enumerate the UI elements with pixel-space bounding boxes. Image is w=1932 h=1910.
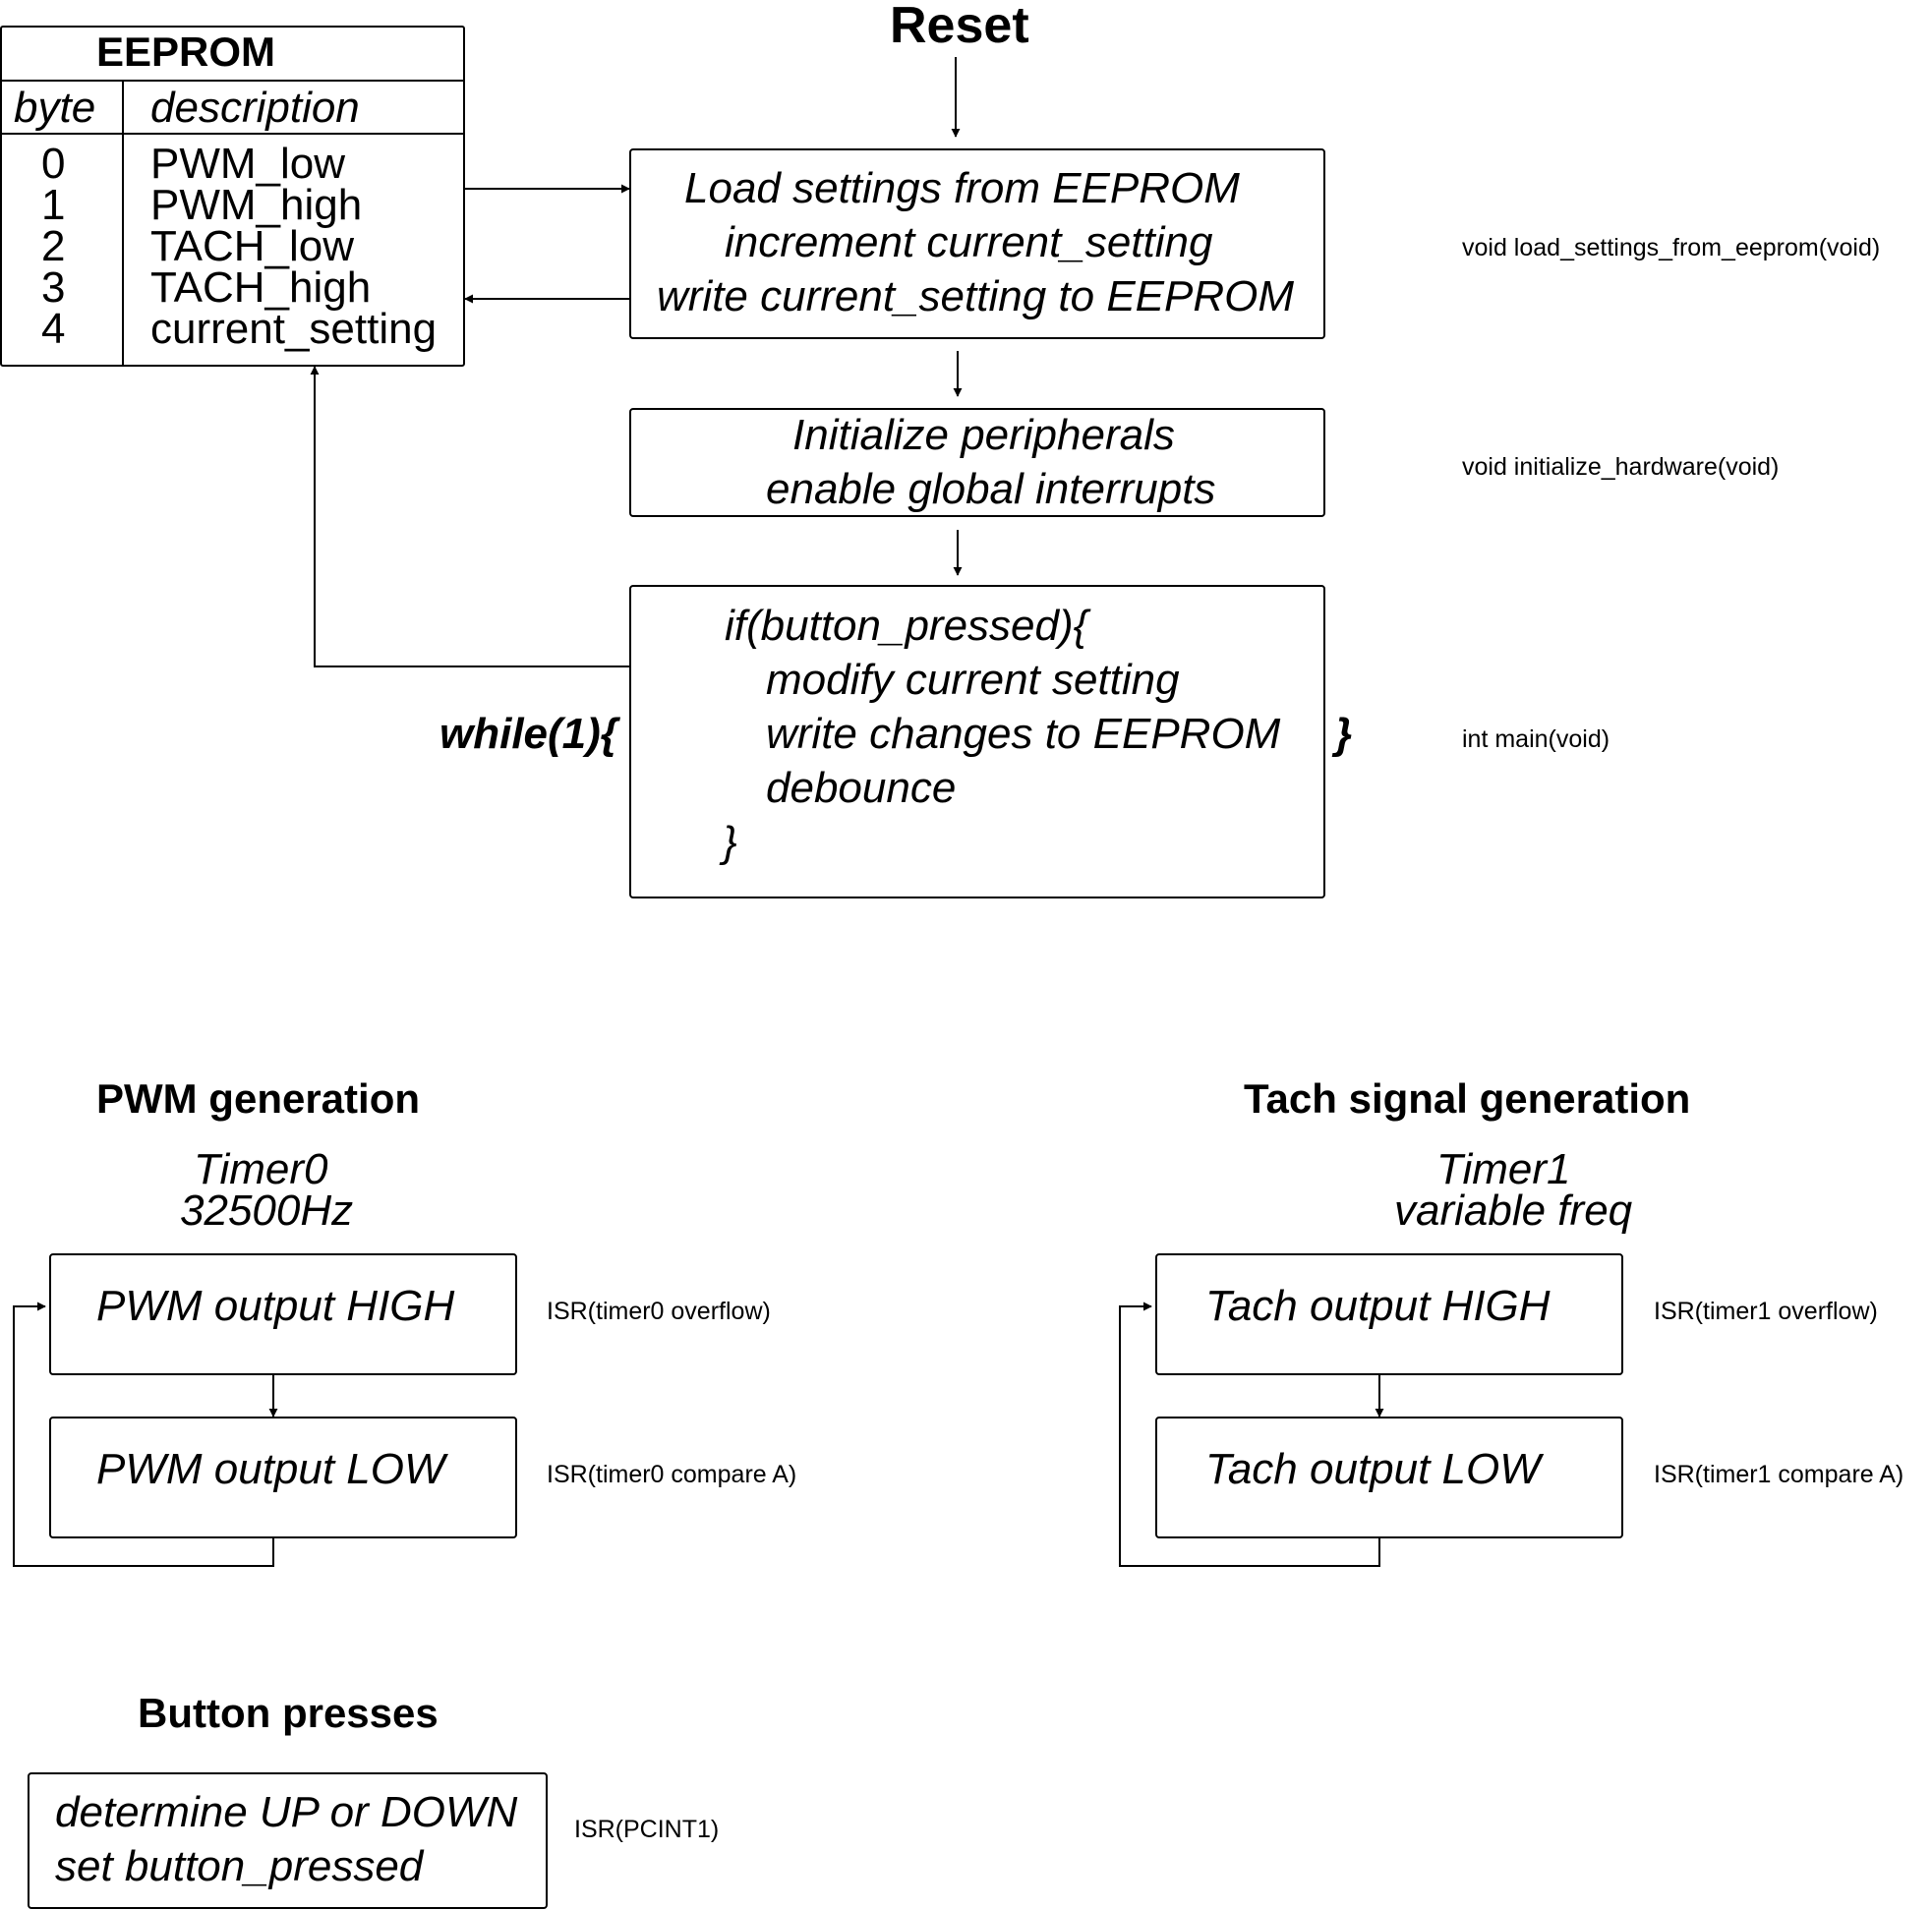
eeprom-row-description: PWM_high	[150, 181, 363, 229]
tach-low-isr: ISR(timer1 compare A)	[1654, 1461, 1904, 1488]
pwm-high-label: PWM output HIGH	[96, 1282, 455, 1330]
tach-heading: Tach signal generation	[1244, 1075, 1691, 1122]
load-settings-line: Load settings from EEPROM	[684, 164, 1240, 212]
main-loop-line: }	[723, 818, 737, 866]
eeprom-row-description: TACH_low	[150, 222, 355, 270]
pwm-high-box	[49, 1253, 517, 1375]
eeprom-table-grid	[0, 80, 465, 367]
load-settings-line: write current_setting to EEPROM	[657, 272, 1295, 320]
button-box	[28, 1772, 548, 1909]
pwm-low-label: PWM output LOW	[96, 1445, 445, 1493]
main-loop-line: debounce	[766, 764, 957, 812]
button-isr: ISR(PCINT1)	[574, 1816, 720, 1843]
tach-high-label: Tach output HIGH	[1205, 1282, 1551, 1330]
load-settings-function: void load_settings_from_eeprom(void)	[1462, 234, 1881, 261]
tach-high-box	[1155, 1253, 1623, 1375]
pwm-frequency: 32500Hz	[180, 1187, 354, 1235]
eeprom-row-description: current_setting	[150, 305, 438, 353]
eeprom-table-title: EEPROM	[96, 29, 276, 75]
eeprom-row-byte: 2	[41, 222, 66, 270]
button-line: determine UP or DOWN	[55, 1788, 518, 1836]
arrow-pwm-loop	[13, 1302, 274, 1567]
tach-low-label: Tach output LOW	[1205, 1445, 1541, 1493]
arrow-main-to-eeprom	[310, 366, 629, 667]
main-loop-line: write changes to EEPROM	[766, 710, 1281, 758]
while-close: }	[1335, 710, 1353, 758]
eeprom-table	[0, 26, 465, 367]
eeprom-row-description: TACH_high	[150, 263, 372, 312]
tach-low-box	[1155, 1417, 1623, 1538]
button-heading: Button presses	[138, 1690, 439, 1736]
eeprom-row-byte: 1	[41, 181, 66, 229]
initialize-line: enable global interrupts	[766, 465, 1216, 513]
eeprom-col-byte-header: byte	[14, 84, 96, 132]
initialize-line: Initialize peripherals	[792, 411, 1175, 459]
pwm-high-isr: ISR(timer0 overflow)	[547, 1298, 771, 1325]
eeprom-row-byte: 0	[41, 140, 66, 188]
pwm-low-isr: ISR(timer0 compare A)	[547, 1461, 797, 1488]
eeprom-row-description: PWM_low	[150, 140, 346, 188]
initialize-box	[629, 408, 1325, 517]
pwm-heading: PWM generation	[96, 1075, 421, 1122]
reset-title: Reset	[890, 0, 1029, 54]
while-open: while(1){	[439, 710, 617, 758]
load-settings-box	[629, 148, 1325, 339]
eeprom-col-description-header: description	[150, 84, 360, 132]
main-loop-box	[629, 585, 1325, 898]
arrow-tach-loop	[1119, 1302, 1380, 1567]
eeprom-row-byte: 3	[41, 263, 66, 312]
pwm-timer: Timer0	[194, 1145, 328, 1193]
main-function: int main(void)	[1462, 725, 1610, 753]
tach-frequency: variable freq	[1394, 1187, 1633, 1235]
button-line: set button_pressed	[55, 1842, 424, 1890]
initialize-function: void initialize_hardware(void)	[1462, 453, 1780, 481]
main-loop-line: modify current setting	[766, 656, 1180, 704]
main-loop-line: if(button_pressed){	[725, 602, 1088, 650]
pwm-low-box	[49, 1417, 517, 1538]
eeprom-row-byte: 4	[41, 305, 66, 353]
tach-high-isr: ISR(timer1 overflow)	[1654, 1298, 1878, 1325]
load-settings-line: increment current_setting	[725, 218, 1213, 266]
tach-timer: Timer1	[1436, 1145, 1571, 1193]
